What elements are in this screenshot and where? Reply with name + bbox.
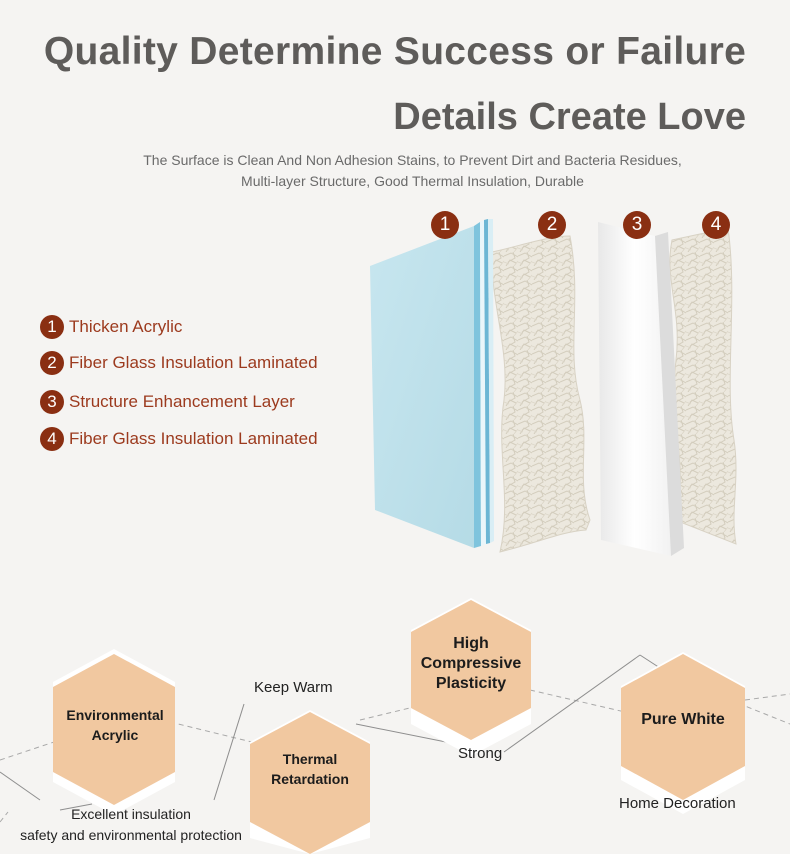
feature-thermal-retardation: Thermal Retardation (250, 749, 370, 789)
feature-high-compressive-line-3: Plasticity (435, 675, 507, 692)
layer-label-2: Fiber Glass Insulation Laminated (69, 353, 318, 372)
feature-thermal-retardation-line-2: Retardation (271, 771, 349, 787)
layer-number-1: 1 (40, 315, 64, 339)
hexagon-environmental-acrylic (53, 654, 175, 805)
layer-label-1: Thicken Acrylic (69, 317, 183, 336)
feature-environmental-acrylic: Environmental Acrylic (54, 705, 176, 745)
layer-label-4: Fiber Glass Insulation Laminated (69, 429, 318, 448)
hexagon-thermal-retardation (250, 712, 370, 854)
layer-list-item-3: 3 Structure Enhancement Layer (40, 390, 295, 414)
description-line-1: The Surface is Clean And Non Adhesion St… (143, 152, 682, 168)
feature-environmental-acrylic-line-2: Acrylic (91, 727, 139, 743)
layer-number-3: 3 (40, 390, 64, 414)
description-line-2: Multi-layer Structure, Good Thermal Insu… (241, 173, 584, 189)
feature-high-compressive-line-1: High (453, 635, 489, 652)
layer-number-4: 4 (40, 427, 64, 451)
layer-number-2: 2 (40, 351, 64, 375)
label-excellent-insulation-line-2: safety and environmental protection (20, 827, 242, 843)
layer-badge-1: 1 (431, 211, 459, 239)
layer-2-fiber-sheet (491, 235, 591, 553)
layer-badge-4: 4 (702, 211, 730, 239)
layer-list-item-4: 4 Fiber Glass Insulation Laminated (40, 427, 318, 451)
label-home-decoration: Home Decoration (619, 795, 736, 812)
feature-high-compressive-line-2: Compressive (420, 655, 522, 672)
label-excellent-insulation: Excellent insulation safety and environm… (0, 804, 262, 846)
layer-list-item-2: 2 Fiber Glass Insulation Laminated (40, 351, 318, 375)
feature-high-compressive-plasticity: High Compressive Plasticity (406, 634, 536, 694)
feature-pure-white: Pure White (641, 711, 725, 728)
hexagon-pure-white (621, 654, 745, 800)
layer-badge-3: 3 (623, 211, 651, 239)
feature-environmental-acrylic-line-1: Environmental (66, 707, 164, 723)
layer-list-item-1: 1 Thicken Acrylic (40, 315, 182, 339)
label-keep-warm: Keep Warm (254, 679, 333, 696)
page-subtitle-heading: Details Create Love (393, 96, 746, 138)
layer-3-white-board (598, 222, 671, 556)
connector-lines (0, 689, 790, 823)
label-strong: Strong (458, 745, 503, 762)
description: The Surface is Clean And Non Adhesion St… (0, 150, 790, 192)
layer-1-acrylic-board (370, 226, 474, 548)
feature-thermal-retardation-line-1: Thermal (282, 751, 338, 767)
layer-badge-2: 2 (538, 211, 566, 239)
label-excellent-insulation-line-1: Excellent insulation (71, 806, 191, 822)
hexagon-high-compressive (411, 600, 531, 740)
layer-4-fiber-sheet (669, 227, 737, 545)
connector-solid-lines (0, 654, 661, 811)
layer-label-3: Structure Enhancement Layer (69, 392, 295, 411)
page-title: Quality Determine Success or Failure (43, 30, 747, 73)
